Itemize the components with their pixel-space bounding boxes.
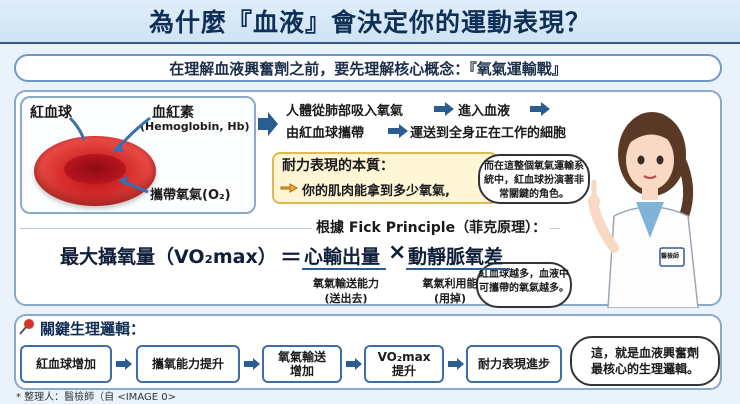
logic-step-4: VO₂max 提升 xyxy=(364,345,444,383)
fick-section xyxy=(20,228,560,302)
arrow-right-icon xyxy=(244,358,260,370)
logic-step-2: 攜氧能力提升 xyxy=(136,345,240,383)
title-bar: 為什麼『血液』會決定你的運動表現？ xyxy=(0,0,740,44)
carry-oxygen-label: 攜帶氧氣(O₂) xyxy=(150,188,231,203)
logic-step-5-label: 耐力表現進步 xyxy=(477,357,550,371)
logic-step-5: 耐力表現進步 xyxy=(466,345,562,383)
flow-line-2b: 運送到全身正在工作的細胞 xyxy=(410,126,567,141)
logic-title: 關鍵生理邏輯： xyxy=(40,320,146,338)
credit-text: * 整理人：醫檢師（自 <IMAGE 0> xyxy=(16,392,176,403)
subtitle-banner: 在理解血液興奮劑之前，要先理解核心概念：『氧氣運輸戰』 xyxy=(14,54,722,82)
hemoglobin-pointer-arrow xyxy=(116,116,151,149)
conclusion-bubble: 這，就是血液興奮劑 最核心的生理邏輯。 xyxy=(570,336,720,386)
flow-line-1b: 進入血液 xyxy=(458,104,511,119)
oxygen-pointer-arrow xyxy=(123,180,149,194)
logic-step-3: 氧氣輸送 增加 xyxy=(262,345,342,383)
equals-sign: ＝ xyxy=(280,246,303,271)
avo2-difference-term: 動靜脈氧差 xyxy=(408,246,504,268)
avo2-note: 氧氣利用能 (用掉) xyxy=(422,277,478,305)
arrow-right-icon xyxy=(346,358,362,370)
arrow-right-icon xyxy=(434,102,454,116)
hemoglobin-arrow-head xyxy=(112,142,124,152)
essence-text: 你的肌肉能拿到多少氧氣, xyxy=(302,184,450,199)
arrow-right-icon xyxy=(388,124,408,138)
flow-line-1: 人體從肺部吸入氧氣 xyxy=(286,104,404,119)
arrow-right-icon xyxy=(116,358,132,370)
pointing-hand-icon xyxy=(280,183,298,193)
times-sign: × xyxy=(388,240,407,265)
rbc-pointer-arrow xyxy=(68,116,86,141)
essence-title: 耐力表現的本質： xyxy=(282,158,394,174)
flow-line-2: 由紅血球攜帶 xyxy=(286,126,365,141)
arrow-right-icon xyxy=(530,102,550,116)
hemoglobin-en-label: (Hemoglobin, Hb) xyxy=(140,120,250,133)
avo2-underline xyxy=(406,268,510,270)
fick-title: 根據 Fick Principle（菲克原理）： xyxy=(312,217,551,237)
logic-step-3-label: 氧氣輸送 增加 xyxy=(277,350,326,378)
raised-hand-shape xyxy=(588,194,600,210)
logic-step-1: 紅血球增加 xyxy=(20,345,112,383)
page-title: 為什麼『血液』會決定你的運動表現？ xyxy=(148,8,591,37)
logic-step-2-label: 攜氧能力提升 xyxy=(151,357,224,371)
speech-bubble-top: 而在這整個氧氣運輸系統中，紅血球扮演著非常關鍵的角色。 xyxy=(478,154,590,204)
scrubs-shape xyxy=(636,202,664,238)
red-blood-cell-center xyxy=(64,154,126,184)
hemoglobin-label: 血紅素 xyxy=(152,105,194,121)
logic-step-1-label: 紅血球增加 xyxy=(35,357,96,371)
vo2max-term: 最大攝氧量（VO₂max） xyxy=(60,246,277,268)
essence-box xyxy=(272,152,498,204)
arrow-right-icon xyxy=(448,358,464,370)
cardiac-output-note: 氧氣輸送能力 (送出去) xyxy=(313,277,379,305)
doctor-character-illustration xyxy=(588,112,699,308)
oxygen-arrow-head xyxy=(118,176,128,186)
face-shape xyxy=(626,130,674,190)
pushpin-icon xyxy=(19,319,34,335)
name-badge-text: 醫檢師 xyxy=(661,253,680,260)
name-badge xyxy=(659,247,685,267)
cardiac-output-underline xyxy=(302,268,386,270)
flow-right-arrow xyxy=(258,112,278,136)
rbc-label: 紅血球 xyxy=(30,105,72,121)
cardiac-output-term: 心輸出量 xyxy=(304,246,381,268)
logic-step-4-label: VO₂max 提升 xyxy=(377,350,431,378)
